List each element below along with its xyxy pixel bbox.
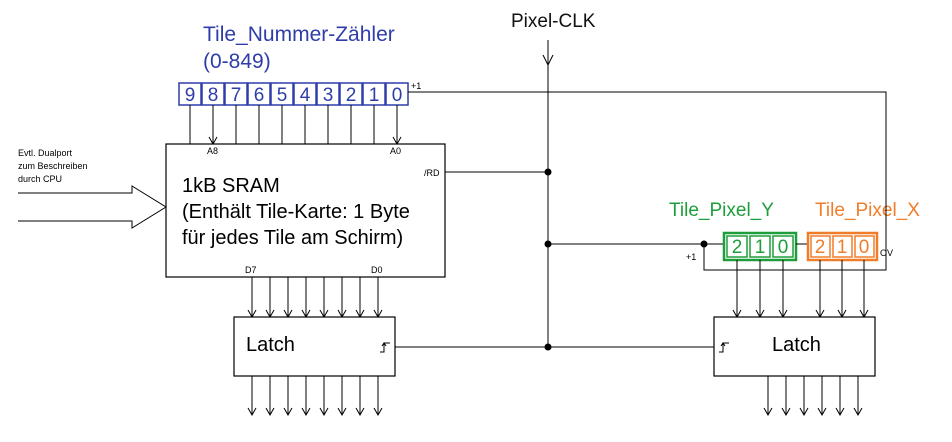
tile-pixel-y-cell-2 xyxy=(726,235,748,258)
counter-carry-label: +1 xyxy=(411,81,421,91)
tile-pixel-x-bit-2: 2 xyxy=(815,237,826,258)
tile-pixel-y-bit-0: 0 xyxy=(778,237,789,258)
tile-pixel-y-label: Tile_Pixel_Y xyxy=(669,200,774,221)
sram-block xyxy=(165,143,446,278)
dualport-label-line2: zum Beschreiben xyxy=(18,161,88,171)
pin-rd-label: /RD xyxy=(424,168,440,178)
pin-a0-label: A0 xyxy=(390,146,401,156)
counter-bit-2: 2 xyxy=(346,85,357,106)
latch-right-clock-edge-icon xyxy=(719,342,729,353)
counter-title-line2: (0-849) xyxy=(203,50,271,73)
counter-bit-7: 7 xyxy=(231,85,242,106)
pixel-clk-arrow-icon xyxy=(542,54,554,67)
tile-pixel-x-label: Tile_Pixel_X xyxy=(815,200,920,221)
counter-bit-9: 9 xyxy=(185,85,196,106)
tile-pixel-y-cell-0 xyxy=(772,235,794,258)
pixel-clk-label: Pixel-CLK xyxy=(511,11,596,32)
tile-pixel-y-cell-1 xyxy=(749,235,771,258)
tile-pixel-x-cell-2 xyxy=(810,235,831,258)
latch-left-block xyxy=(233,316,396,377)
latch-right-label: Latch xyxy=(772,334,821,356)
y-carry-label: +1 xyxy=(686,252,696,262)
counter-bit-8: 8 xyxy=(208,85,219,106)
dualport-label-line1: Evtl. Dualport xyxy=(18,148,73,158)
pin-d0-label: D0 xyxy=(371,265,383,275)
latch-left-label: Latch xyxy=(246,334,295,356)
counter-bit-1: 1 xyxy=(369,85,380,106)
tile-pixel-x-bit-1: 1 xyxy=(837,237,848,258)
tile-pixel-y-bit-1: 1 xyxy=(755,237,766,258)
output-bus-right xyxy=(763,376,863,417)
counter-bit-3: 3 xyxy=(323,85,334,106)
sram-title: 1kB SRAM xyxy=(182,175,280,197)
output-bus-left xyxy=(247,376,383,417)
counter-bit-4: 4 xyxy=(300,85,311,106)
pixel-bus-right xyxy=(732,260,869,319)
data-bus-left xyxy=(247,277,383,319)
tile-pixel-x-bit-0: 0 xyxy=(859,237,870,258)
address-lines xyxy=(189,105,402,146)
latch-left-clock-edge-icon xyxy=(380,342,390,353)
latch-right-block xyxy=(713,316,876,377)
counter-title-line1: Tile_Nummer-Zähler xyxy=(203,23,395,46)
pin-a8-label: A8 xyxy=(207,146,218,156)
pin-d7-label: D7 xyxy=(245,265,257,275)
tile-counter-register: 9 8 7 6 5 4 3 2 1 0 xyxy=(178,82,409,106)
latch-right-clock-arrow-icon xyxy=(720,342,726,347)
tile-pixel-x-cell-1 xyxy=(832,235,853,258)
y-carry-feedback-line xyxy=(408,91,887,271)
latch-left-clock-arrow-icon xyxy=(381,342,387,347)
counter-bit-0: 0 xyxy=(392,85,403,106)
counter-bit-6: 6 xyxy=(254,85,265,106)
counter-bit-5: 5 xyxy=(277,85,288,106)
tile-pixel-y-bit-2: 2 xyxy=(732,237,743,258)
dualport-label-line3: durch CPU xyxy=(18,174,62,184)
sram-desc-line1: (Enthält Tile-Karte: 1 Byte xyxy=(182,201,410,223)
tile-pixel-x-cell-0 xyxy=(854,235,875,258)
overflow-label: OV xyxy=(880,248,893,258)
dualport-arrow xyxy=(18,185,167,229)
sram-desc-line2: für jedes Tile am Schirm) xyxy=(182,227,403,249)
